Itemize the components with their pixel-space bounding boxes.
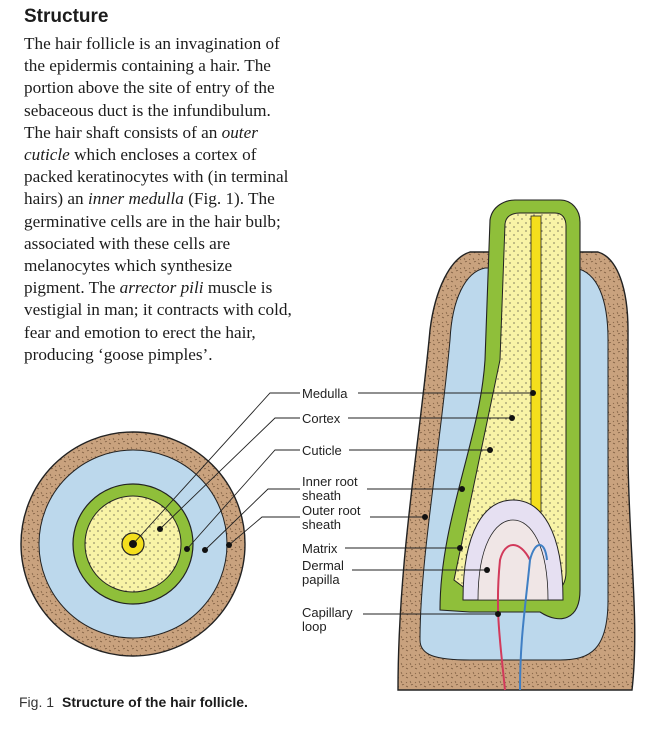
label-inner-root-sheath-line2: sheath — [302, 488, 341, 503]
label-dermal-papilla-line1: Dermal — [302, 558, 344, 573]
emphasis-term: cuticle — [24, 145, 70, 165]
text-line: associated with these cells are — [24, 233, 231, 253]
emphasis-term: arrector pili — [119, 278, 204, 298]
leader-inner-root-cross — [204, 488, 300, 551]
leader-medulla-cross — [132, 392, 300, 545]
figure-caption-text: Structure of the hair follicle. — [62, 694, 248, 710]
text-line: pigment. The arrector pili muscle is — [24, 278, 273, 298]
dot-outer-root-cross — [226, 542, 232, 548]
label-cuticle: Cuticle — [302, 443, 342, 458]
figure-number: Fig. 1 — [19, 694, 55, 710]
dot-inner-root-cross — [202, 547, 208, 553]
dot-capillary — [495, 611, 501, 617]
text-line: sebaceous duct is the infundibulum. — [24, 100, 271, 120]
dot-cortex-long — [509, 415, 515, 421]
text-line: fear and emotion to erect the hair, — [24, 322, 256, 342]
label-dermal-papilla-line2: papilla — [302, 572, 340, 587]
label-capillary-loop-line2: loop — [302, 619, 327, 634]
section-heading: Structure — [24, 6, 109, 27]
label-capillary-loop-line1: Capillary — [302, 605, 353, 620]
dot-cortex-cross — [157, 526, 163, 532]
figure-caption: Fig. 1 Structure of the hair follicle. — [19, 694, 248, 710]
dot-medulla-long — [530, 390, 536, 396]
text-line: The hair shaft consists of an outer — [24, 122, 258, 142]
longitudinal-section — [397, 199, 636, 691]
figure-labels: Medulla Cortex Cuticle Inner root sheath… — [302, 386, 361, 634]
dot-cuticle-long — [487, 447, 493, 453]
capillary-artery — [496, 544, 531, 691]
emphasis-term: outer — [221, 122, 258, 142]
body-paragraph: The hair follicle is an invagination of … — [24, 33, 359, 366]
text-line: vestigial in man; it contracts with cold… — [24, 300, 292, 320]
leader-lines — [132, 392, 533, 615]
text-line: cuticle which encloses a cortex of — [24, 145, 257, 165]
label-cortex: Cortex — [302, 411, 341, 426]
text-line: melanocytes which synthesize — [24, 256, 233, 276]
label-medulla: Medulla — [302, 386, 348, 401]
leader-dots — [130, 390, 536, 617]
long-dermal-papilla — [477, 519, 549, 601]
dot-outer-root-long — [422, 514, 428, 520]
label-outer-root-sheath-line1: Outer root — [302, 503, 361, 518]
text-line: hairs) an inner medulla (Fig. 1). The — [24, 189, 275, 209]
label-matrix: Matrix — [302, 541, 338, 556]
text-line: germinative cells are in the hair bulb; — [24, 211, 281, 231]
text-line: producing ‘goose pimples’. — [24, 344, 213, 364]
leader-outer-root-cross — [228, 516, 300, 546]
dot-dermal-papilla — [484, 567, 490, 573]
emphasis-term: inner medulla — [87, 189, 184, 209]
label-outer-root-sheath-line2: sheath — [302, 517, 341, 532]
dot-inner-root-long — [459, 486, 465, 492]
capillary-vein — [519, 544, 548, 691]
dot-cuticle-cross — [184, 546, 190, 552]
text-line: portion above the site of entry of the — [24, 78, 275, 98]
text-line: the epidermis containing a hair. The — [24, 56, 271, 76]
dot-matrix — [457, 545, 463, 551]
dot-medulla-cross — [130, 541, 136, 547]
text-line: The hair follicle is an invagination of — [24, 34, 280, 53]
leader-cortex-cross — [159, 417, 300, 530]
text-line: packed keratinocytes with (in terminal — [24, 167, 289, 187]
leader-cuticle-cross — [186, 449, 300, 550]
label-inner-root-sheath-line1: Inner root — [302, 474, 358, 489]
